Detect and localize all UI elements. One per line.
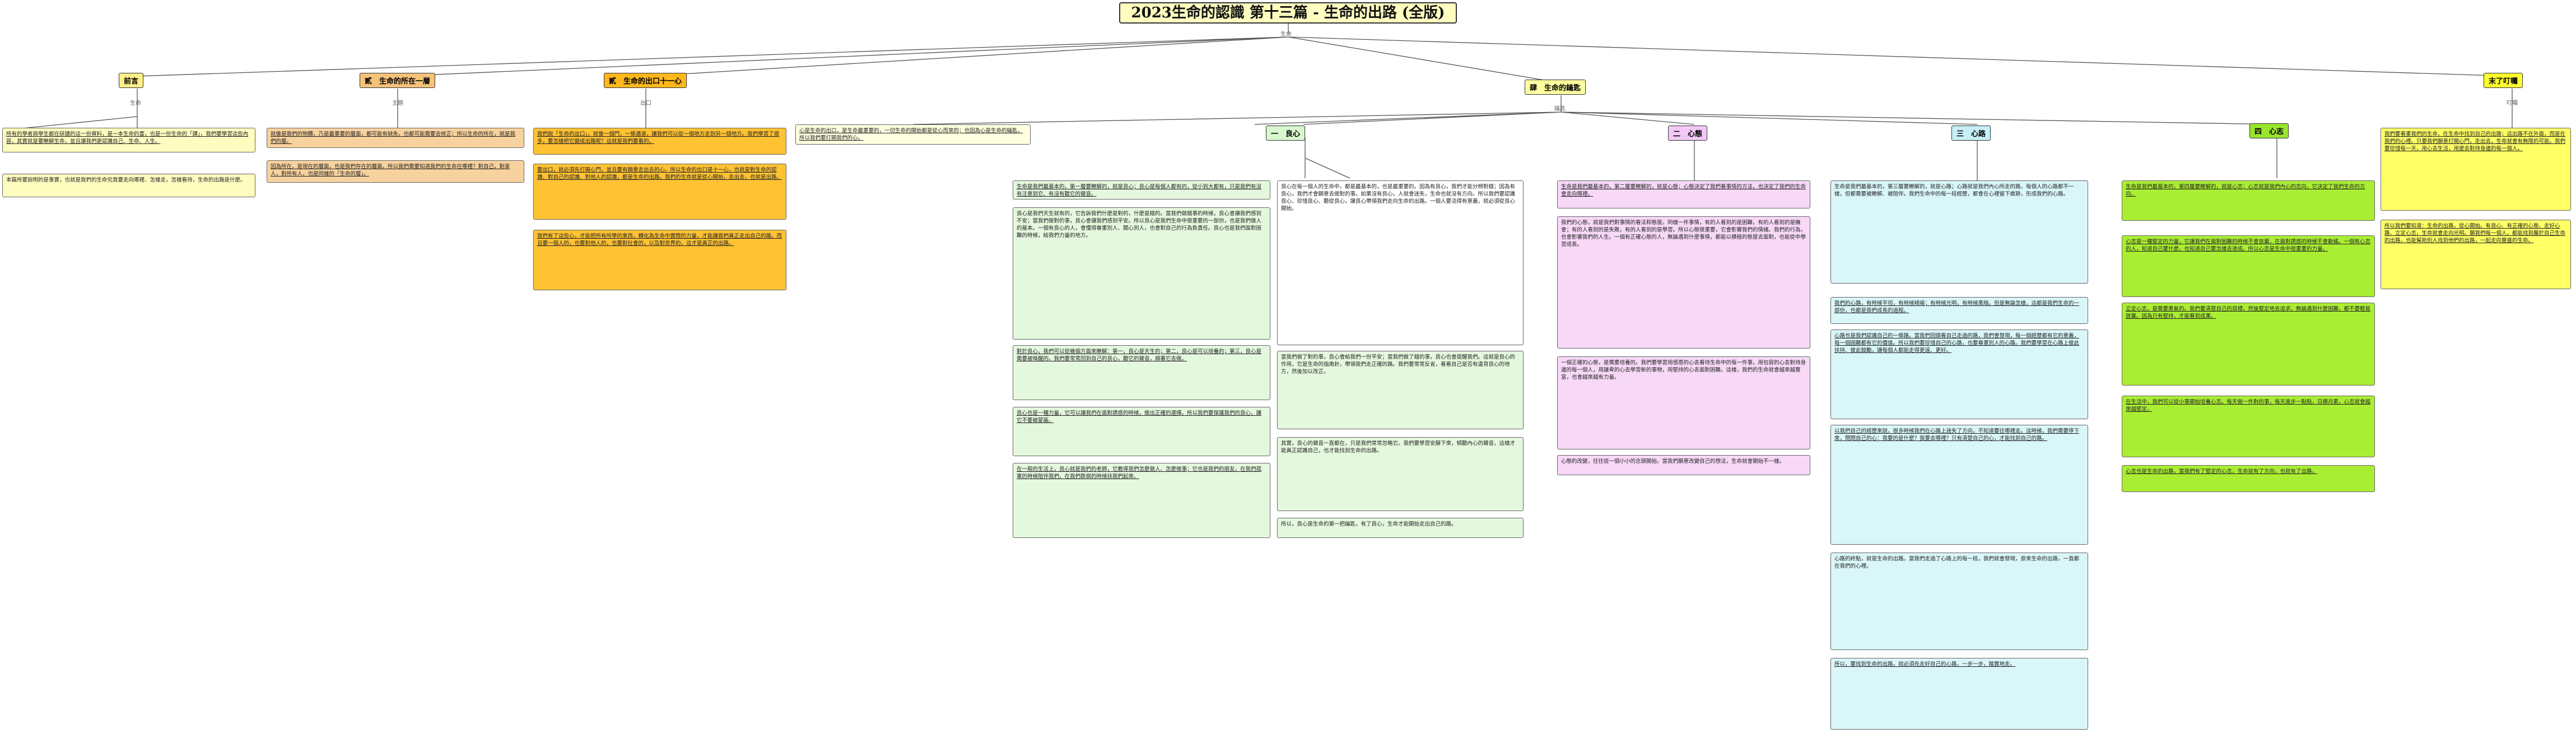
root-note: 生命 bbox=[1280, 31, 1292, 38]
heart3-card-6: 所以，要找到生命的出路，就必須先走好自己的心路，一步一步，踏實地走。 bbox=[1830, 658, 2088, 730]
second-card-1: 就像是我們的物體，乃是最重要的層面，都可能有缺失，也都可能需要去修正；所以生命的… bbox=[267, 128, 524, 148]
heart3-card-1: 生命是我們最基本的，第三層要瞭解的，就是心路；心路就是我們內心所走的路，每個人的… bbox=[1830, 180, 2088, 284]
preface-connector bbox=[16, 89, 138, 129]
heart3-card-3: 心路也是我們認識自己的一條路。當我們回頭看自己走過的路，我們會發現，每一個經歷都… bbox=[1830, 330, 2088, 419]
heart1-card-5: 在一般的生活上，良心就是我們的老師，它教導我們怎麼做人、怎麼做事；它也是我們的朋… bbox=[1013, 463, 1270, 538]
root-title: 2023生命的認識 第十三篇 - 生命的出路 (全版) bbox=[1119, 2, 1457, 24]
heart1-side-card-1: 良心在每一個人的生命中，都是最基本的，也是最重要的。因為有良心，我們才能分辨對錯… bbox=[1277, 180, 1524, 345]
preface-card-1: 所有的學者與學生都在研讀的這一份資料，是一本生命的書，也是一份生命的「課」，我們… bbox=[2, 128, 255, 152]
epilogue-note: 叮囑 bbox=[2507, 100, 2518, 106]
heart4-card-1: 生命是我們最基本的，第四層要瞭解的，就是心志；心志就是我們內心的志向，它決定了我… bbox=[2122, 180, 2375, 221]
branch-preface[interactable]: 前言 bbox=[119, 73, 144, 88]
fourth-intro: 心是生命的出口，是生命最重要的，一切生命的開始都是從心而來的；也因為心是生命的鑰… bbox=[795, 124, 1031, 145]
heart-3-node[interactable]: 三 心路 bbox=[1951, 126, 1991, 141]
heart1-side-card-2: 當我們做了對的事，良心會給我們一份平安；當我們做了錯的事，良心也會提醒我們。這就… bbox=[1277, 351, 1524, 429]
fourth-connector bbox=[912, 95, 2277, 125]
third-card-3: 我們有了這些心，才能把所有所學的東西，轉化為生命中實際的力量，才能讓我們真正走出… bbox=[533, 230, 786, 290]
fourth-note: 鑰匙 bbox=[1554, 106, 1566, 112]
heart-2-node[interactable]: 二 心態 bbox=[1668, 126, 1708, 141]
heart2-card-2: 我們的心態，就是我們對事情的看法和態度。同樣一件事情，有的人看到的是困難，有的人… bbox=[1557, 216, 1810, 349]
third-note: 出口 bbox=[640, 100, 651, 106]
second-card-2: 因為所在，是現在的層面，也是我們存在的層面，所以我們需要知道我們的生命在哪裡？對… bbox=[267, 160, 524, 183]
third-card-1: 我們說「生命的出口」，就像一個門，一條通道，讓我們可以從一個地方走到另一個地方。… bbox=[533, 128, 786, 155]
epilogue-card-2: 所以我們要知道：生命的出路，從心開始。有良心、有正確的心態、走好心路、立定心志，… bbox=[2381, 220, 2571, 289]
heart-4-node[interactable]: 四 心志 bbox=[2249, 123, 2289, 138]
heart1-side-card-3: 其實，良心的聲音一直都在，只是我們常常忽略它。我們要學習安靜下來，傾聽內心的聲音… bbox=[1277, 437, 1524, 511]
heart1-card-2: 良心是我們天生就有的，它告訴我們什麼是對的，什麼是錯的。當我們做錯事的時候，良心… bbox=[1013, 207, 1270, 340]
heart1-card-4: 良心也是一種力量，它可以讓我們在面對誘惑的時候，做出正確的選擇。所以我們要保護我… bbox=[1013, 407, 1270, 456]
branch-second[interactable]: 貳 生命的所在一層 bbox=[360, 73, 436, 88]
heart3-card-5: 心路的終點，就是生命的出路。當我們走過了心路上的每一段，我們就會發現，原來生命的… bbox=[1830, 553, 2088, 650]
heart2-card-4: 心態的改變，往往從一個小小的念頭開始。當我們願意改變自己的想法，生命就會開始不一… bbox=[1557, 455, 1810, 475]
root-branch-lines bbox=[137, 36, 2513, 83]
third-card-2: 要出口，就必須先打開心門，並且要有願意走出去的心。所以生命的出口是十一心，也就是… bbox=[533, 164, 786, 220]
branch-third[interactable]: 貳 生命的出口十一心 bbox=[604, 73, 687, 88]
preface-card-2: 本篇所要說明的是事實，也就是我們的生命究竟要走向哪裡、怎樣走，怎樣看待，生命的出… bbox=[2, 174, 255, 197]
preface-note: 生命 bbox=[130, 100, 141, 106]
heart1-side-card-4: 所以，良心是生命的第一把鑰匙，有了良心，生命才能開始走出自己的路。 bbox=[1277, 518, 1524, 538]
heart4-card-4: 在生活中，我們可以從小事開始培養心志。每天做一件對的事，每天進步一點點，日積月累… bbox=[2122, 396, 2375, 457]
second-note: 主題 bbox=[392, 100, 403, 106]
branch-epilogue[interactable]: 末了叮囑 bbox=[2484, 73, 2523, 88]
heart1-card-3: 對於良心，我們可以從幾個方面來瞭解：第一，良心是天生的；第二，良心是可以培養的；… bbox=[1013, 345, 1270, 400]
heart2-card-3: 一個正確的心態，是需要培養的。我們要學習用感恩的心去看待生命中的每一件事，用包容… bbox=[1557, 356, 1810, 449]
epilogue-card-1: 我們要看重我們的生命，在生命中找到自己的出路；這出路不在外面，而是在我們的心裡。… bbox=[2381, 128, 2571, 211]
heart3-card-2: 我們的心路，有時候平坦，有時候崎嶇；有時候光明，有時候黑暗。但是無論怎樣，這都是… bbox=[1830, 297, 2088, 324]
branch-fourth[interactable]: 肆 生命的鑰匙 bbox=[1525, 80, 1586, 95]
heart2-card-1: 生命是我們最基本的，第二層要瞭解的，就是心態；心態決定了我們看事情的方法，也決定… bbox=[1557, 180, 1810, 208]
heart-1-node[interactable]: 一 良心 bbox=[1266, 126, 1306, 141]
heart4-card-3: 立定心志，是需要勇氣的。我們要清楚自己的目標，然後堅定地去追求。無論遇到什麼困難… bbox=[2122, 303, 2375, 386]
heart3-card-4: 以我們自己的經歷來說，很多時候我們在心路上迷失了方向，不知道要往哪裡走。這時候，… bbox=[1830, 425, 2088, 545]
heart4-card-5: 心志也是生命的出路，當我們有了堅定的心志，生命就有了方向，也就有了出路。 bbox=[2122, 465, 2375, 492]
heart-lines bbox=[1305, 138, 2277, 180]
heart1-card-1: 生命是我們最基本的，第一層要瞭解的，就是良心；良心是每個人都有的，從小到大都有，… bbox=[1013, 180, 1270, 200]
heart1-side bbox=[1305, 157, 1350, 179]
heart4-card-2: 心志是一種堅定的力量，它讓我們在面對困難的時候不會放棄，在面對誘惑的時候不會動搖… bbox=[2122, 235, 2375, 297]
